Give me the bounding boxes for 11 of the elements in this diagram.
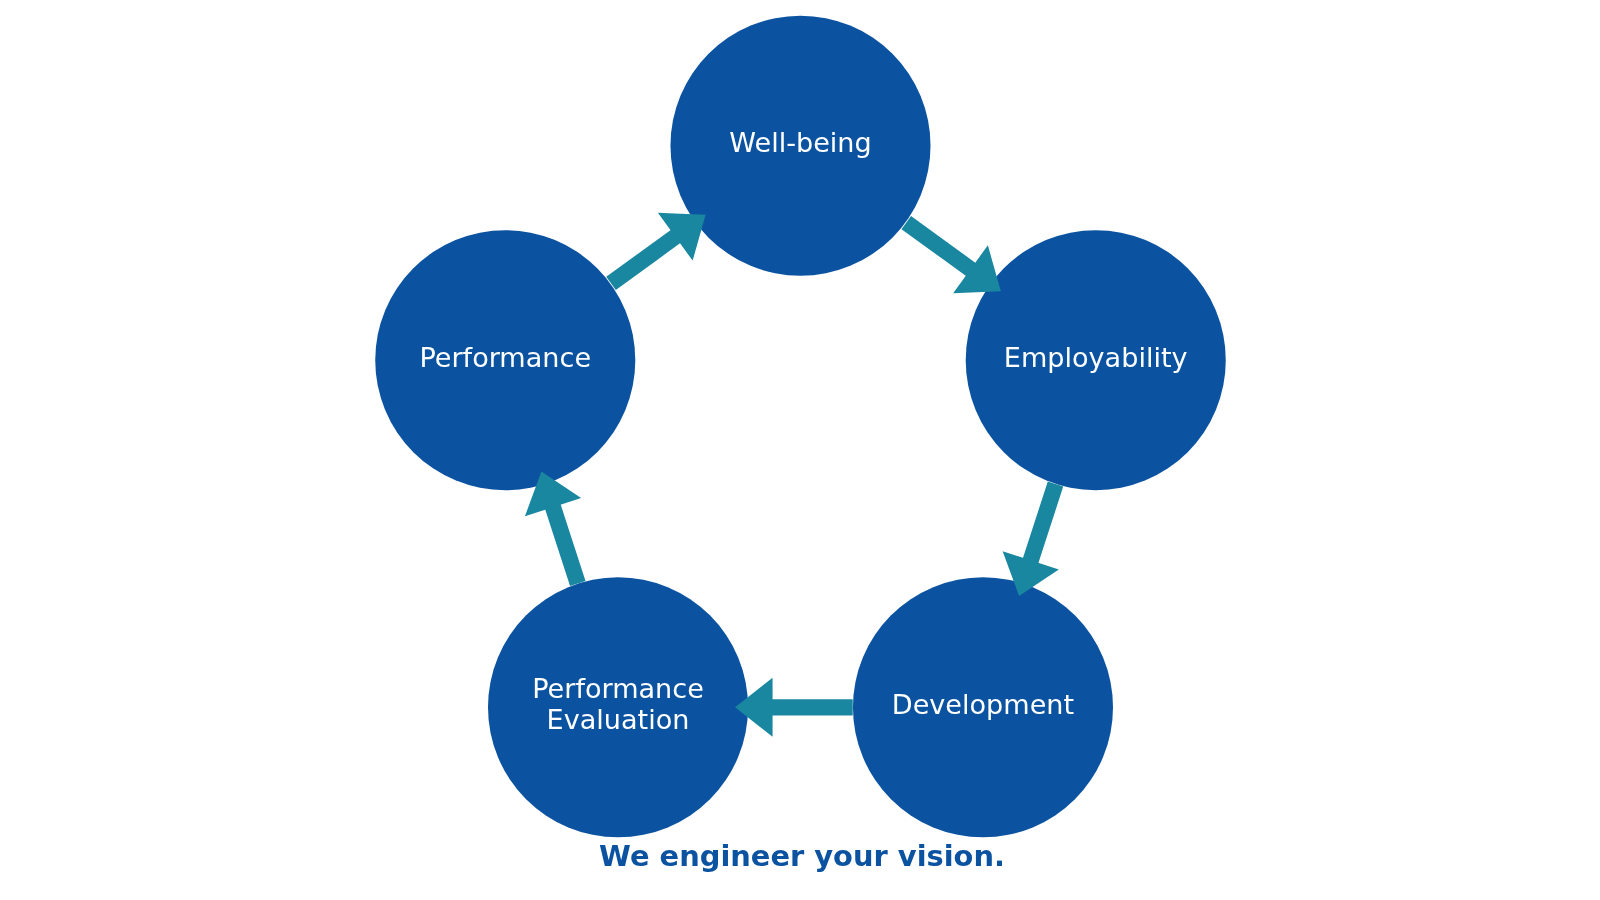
arrow [1002, 481, 1063, 597]
arrow [605, 212, 706, 290]
node-circle: Employability [965, 230, 1226, 491]
node-circle: Well-being [669, 15, 931, 276]
arrow [734, 677, 853, 737]
arrow [524, 471, 585, 586]
arrow [901, 216, 1001, 294]
node-circle: Development [852, 577, 1113, 838]
caption: We engineer your vision. [598, 838, 1005, 873]
node-circle: Performance [374, 230, 635, 491]
node-circle: Performance Evaluation [487, 577, 748, 838]
